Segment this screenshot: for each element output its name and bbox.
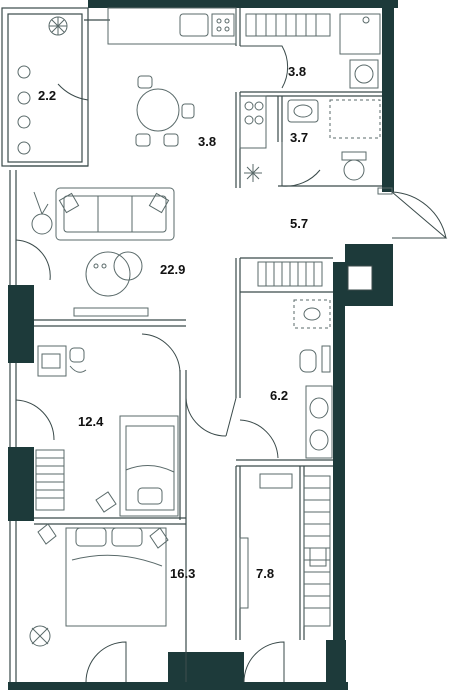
dining-table-icon <box>135 75 195 147</box>
living-furniture <box>31 187 175 317</box>
doors <box>15 19 448 683</box>
study-area-label: 12.4 <box>78 414 104 429</box>
entrance-door-icon <box>377 187 393 195</box>
closet-furniture <box>239 473 331 627</box>
bathroom-large-area-label: 6.2 <box>270 388 289 403</box>
laundry-area-label: 3.8 <box>288 64 307 79</box>
walk-in-closet-area-label: 7.8 <box>256 566 275 581</box>
exterior-walls <box>8 0 398 690</box>
living-room-area-label: 22.9 <box>160 262 186 277</box>
washing-machine-icon <box>349 59 379 89</box>
small-bathroom-fixtures <box>287 99 381 181</box>
balcony-plants <box>17 16 68 155</box>
bedroom-furniture <box>29 523 169 647</box>
kitchen-counter <box>107 7 237 45</box>
radiator-icon <box>245 13 331 37</box>
toilet-icon <box>299 349 317 373</box>
hallway-area-label: 5.7 <box>290 216 309 231</box>
desk-icon <box>37 345 87 377</box>
bathtub-icon <box>305 385 333 459</box>
bathroom-small-area-label: 3.7 <box>290 130 309 145</box>
radiator-icon <box>257 261 323 287</box>
bedroom-area-label: 16.3 <box>170 566 196 581</box>
toilet-icon <box>341 151 367 181</box>
radiator-icon <box>35 449 65 511</box>
double-bed-icon <box>65 527 167 627</box>
study-furniture <box>35 345 179 517</box>
single-bed-icon <box>119 415 179 517</box>
stove-icon <box>239 95 267 182</box>
balcony-area-label: 2.2 <box>38 88 57 103</box>
large-bathroom-fixtures <box>257 261 333 459</box>
laundry-fixtures <box>245 13 381 89</box>
sofa-icon <box>55 187 175 241</box>
kitchen-area-label: 3.8 <box>198 134 217 149</box>
wardrobe-icon <box>303 475 331 627</box>
plant-icon <box>17 65 31 155</box>
